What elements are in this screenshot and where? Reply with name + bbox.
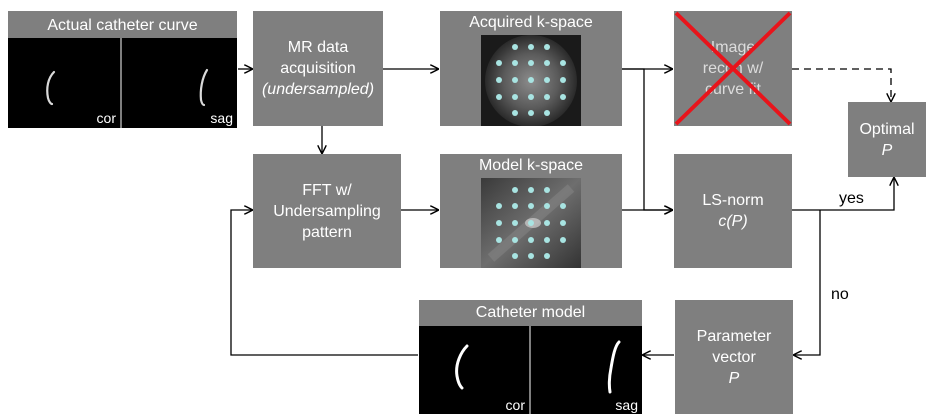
sample-dot <box>544 220 550 226</box>
model-kspace-pattern <box>481 178 581 268</box>
sample-dot <box>544 60 550 66</box>
sample-dot <box>544 94 550 100</box>
catheter-model-image-sag: sag <box>531 326 642 414</box>
arrow-lsnorm-to-optimal <box>792 178 894 211</box>
sample-dot <box>544 77 550 83</box>
fft-line1: FFT w/ <box>302 181 352 199</box>
acquired-kspace-panel: Acquired k-space <box>440 11 622 126</box>
sample-dot <box>560 60 566 66</box>
mr-acquisition-box: MR data acquisition (undersampled) <box>253 11 383 126</box>
model-kspace-image <box>481 178 581 268</box>
catheter-curve-sag-icon <box>199 68 209 107</box>
sample-dot <box>528 237 534 243</box>
actual-curve-image-sag: sag <box>122 38 237 128</box>
sample-dot <box>496 77 502 83</box>
sample-dot <box>512 44 518 50</box>
fft-box: FFT w/ Undersampling pattern <box>253 154 401 268</box>
sample-dot <box>512 220 518 226</box>
sample-dot <box>544 44 550 50</box>
fft-line2: Undersampling <box>273 202 381 220</box>
optimal-box: Optimal P <box>848 102 926 177</box>
sample-dot <box>528 94 534 100</box>
sample-dot <box>528 110 534 116</box>
optimal-line1: Optimal <box>859 120 915 138</box>
model-kspace-panel: Model k-space <box>440 154 622 268</box>
catheter-model-image-cor: cor <box>419 326 529 414</box>
sample-dot <box>512 110 518 116</box>
sample-dot <box>560 77 566 83</box>
model-cor-label: cor <box>505 397 525 413</box>
image-recon-line1: Image <box>710 39 756 56</box>
catheter-curve-cor-icon <box>46 70 56 106</box>
cor-label: cor <box>96 110 116 126</box>
sample-dot <box>496 203 502 209</box>
parameter-vector-box: Parameter vector P <box>675 300 793 414</box>
image-recon-box: Image recon w/ curve fit <box>674 11 792 126</box>
sag-label: sag <box>210 110 233 126</box>
sample-dot <box>528 44 534 50</box>
sample-dot <box>544 237 550 243</box>
catheter-model-panel: Catheter model cor sag <box>419 300 642 414</box>
arrow-recon-to-optimal <box>792 68 891 101</box>
actual-curve-image-cor: cor <box>8 38 120 128</box>
sample-dot <box>528 203 534 209</box>
sample-dot <box>512 60 518 66</box>
mr-acquisition-line3: (undersampled) <box>261 81 375 98</box>
arrow-kspace-to-lsnorm <box>622 68 672 210</box>
sample-dot <box>512 187 518 193</box>
sample-dot <box>544 203 550 209</box>
acquired-kspace-image <box>481 35 581 126</box>
mr-acquisition-line1: MR data <box>287 39 349 56</box>
sample-dot <box>544 187 550 193</box>
parameter-vector-line1: Parameter <box>696 327 772 345</box>
sample-dot <box>496 60 502 66</box>
sample-dot <box>528 60 534 66</box>
model-curve-sag-icon <box>607 340 621 394</box>
model-sag-label: sag <box>615 397 638 413</box>
parameter-vector-line2: vector <box>712 348 756 366</box>
ls-norm-box: LS-norm c(P) <box>674 154 792 268</box>
sample-dot <box>544 110 550 116</box>
fft-line3: pattern <box>302 223 352 241</box>
image-recon-line3: curve fit <box>704 81 761 98</box>
sample-dot <box>560 203 566 209</box>
sample-dot <box>528 220 534 226</box>
no-label: no <box>831 286 849 303</box>
arrow-lsnorm-to-parameter <box>794 210 821 355</box>
sample-dot <box>528 77 534 83</box>
sample-dot <box>512 77 518 83</box>
sample-dot <box>496 220 502 226</box>
mr-acquisition-line2: acquisition <box>280 60 356 77</box>
ls-norm-line2: c(P) <box>718 213 748 230</box>
sample-dot <box>560 94 566 100</box>
parameter-vector-line3: P <box>728 369 740 387</box>
model-kspace-title: Model k-space <box>478 157 584 174</box>
sample-dot <box>512 253 518 259</box>
yes-label: yes <box>839 190 864 207</box>
model-curve-cor-icon <box>455 344 469 390</box>
arrow-model-to-fft <box>230 210 418 356</box>
cross-out-icon <box>674 11 792 126</box>
actual-curve-panel: Actual catheter curve cor sag <box>8 11 237 128</box>
sample-dot <box>528 253 534 259</box>
acquired-kspace-pattern <box>485 35 577 126</box>
actual-curve-title: Actual catheter curve <box>47 17 198 34</box>
catheter-model-title: Catheter model <box>475 304 586 321</box>
image-divider <box>120 38 122 128</box>
model-image-divider <box>529 326 531 414</box>
sample-dot <box>512 94 518 100</box>
sample-dot <box>496 237 502 243</box>
sample-dot <box>560 220 566 226</box>
optimal-line2: P <box>881 141 893 159</box>
sample-dot <box>528 187 534 193</box>
acquired-kspace-title: Acquired k-space <box>469 14 593 31</box>
sample-dot <box>496 94 502 100</box>
sample-dot <box>512 237 518 243</box>
sample-dot <box>560 237 566 243</box>
ls-norm-line1: LS-norm <box>702 192 764 209</box>
sample-dot <box>544 253 550 259</box>
sample-dot <box>512 203 518 209</box>
